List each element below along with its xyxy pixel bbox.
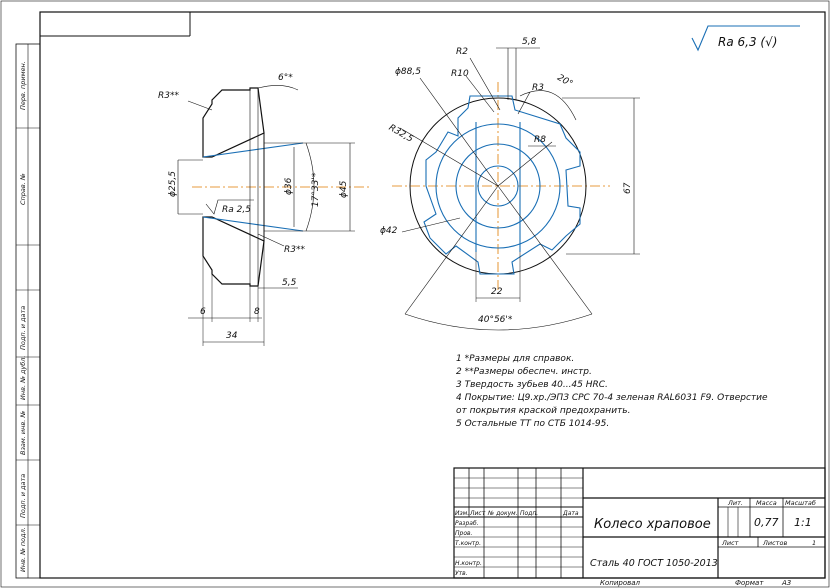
hdr-scale: Масштаб (785, 499, 816, 507)
strip-label-inv-podl: Инв. № подл. (19, 527, 27, 572)
dim-angle-40: 40°56'* (478, 315, 513, 325)
col-list: Лист (469, 510, 486, 517)
dim-r10: R10 (451, 69, 469, 79)
dim-r32-5: R32,5 (387, 123, 415, 145)
side-upper-section (202, 87, 265, 158)
dim-arc-taper (305, 142, 315, 232)
ratchet-teeth-profile (423, 95, 581, 275)
dim-5-5: 5,5 (282, 278, 297, 288)
hub-circle (455, 143, 541, 229)
col-date: Дата (562, 510, 579, 517)
dim-8: 8 (254, 307, 260, 317)
material: Сталь 40 ГОСТ 1050-2013 (590, 558, 718, 569)
strip-label-podp-1: Подп. и дата (19, 306, 27, 350)
role-tkontr: Т.контр. (455, 540, 481, 547)
part-name: Колесо храповое (594, 517, 711, 532)
strip-label-vzam: Взам. инв. № (19, 411, 27, 455)
strip-label-podp-2: Подп. и дата (19, 474, 27, 518)
dim-r3-bot: R3** (284, 245, 305, 255)
dim-r3: R3 (532, 83, 544, 93)
side-taper-top (202, 142, 304, 158)
note-line: 3 Твердость зубьев 40...45 HRC. (456, 380, 608, 390)
hdr-mass: Масса (756, 499, 777, 507)
hdr-lit: Лит. (727, 499, 743, 507)
note-line: 1 *Размеры для справок. (456, 354, 574, 364)
note-line: 2 **Размеры обеспеч. инстр. (456, 367, 592, 377)
strip-label-perv: Перв. примен. (19, 61, 27, 110)
bore-circle (477, 165, 519, 207)
role-razrab: Разраб. (455, 520, 479, 527)
caption-format-value: А3 (781, 579, 791, 587)
dim-taper: 17°33'* (311, 172, 321, 207)
note-line: 5 Остальные ТТ по СТБ 1014-95. (456, 419, 609, 429)
note-line: от покрытия краской предохранить. (456, 406, 630, 416)
side-view-section: ϕ25,5 ϕ36 17°33'* ϕ45 R3** 6°* Ra 2,5 R3… (158, 73, 370, 346)
dim-r2: R2 (456, 47, 468, 57)
dim-arc-40 (404, 313, 593, 331)
dim-34: 34 (226, 331, 238, 341)
dim-d88-5: ϕ88,5 (395, 67, 421, 77)
dim-d36: ϕ36 (284, 177, 294, 195)
dim-67: 67 (623, 182, 633, 194)
caption-format: Формат (735, 579, 764, 587)
col-sign: Подп. (520, 510, 538, 517)
dim-22: 22 (491, 287, 503, 297)
col-doc: № докум. (487, 510, 518, 517)
scale-value: 1:1 (794, 516, 812, 529)
pitch-circle (435, 123, 561, 249)
dim-6: 6 (200, 307, 206, 317)
role-utv: Утв. (455, 570, 468, 577)
dim-d25-5: ϕ25,5 (168, 171, 178, 197)
front-view: ϕ88,5 R2 R10 5,8 R3 20° R32,5 R8 67 ϕ42 … (380, 37, 640, 331)
dim-d42: ϕ42 (380, 226, 398, 236)
roughness-symbol: Ra 6,3 (√) (691, 25, 800, 52)
technical-notes: 1 *Размеры для справок. 2 **Размеры обес… (456, 354, 768, 429)
note-line: 4 Покрытие: Ц9.хр./ЭПЗ СРС 70-4 зеленая … (456, 393, 768, 403)
strip-label-inv-dubl: Инв. № дубл. (19, 356, 27, 400)
dim-r8: R8 (534, 135, 546, 145)
dim-angle-20: 20° (555, 73, 574, 90)
role-prov: Пров. (455, 530, 473, 537)
sheet-label: Лист (721, 539, 739, 547)
role-nkontr: Н.контр. (455, 560, 482, 567)
dim-5-8: 5,8 (522, 37, 537, 47)
mass-value: 0,77 (754, 516, 779, 529)
side-taper-bottom (202, 216, 304, 232)
roughness-text: Ra 6,3 (√) (718, 35, 777, 49)
sheets-label: Листов (762, 539, 787, 547)
caption-copied: Копировал (600, 579, 641, 587)
strip-label-sprav: Справ. № (19, 173, 27, 205)
dim-d45: ϕ45 (339, 180, 349, 198)
title-block: Изм. Лист № докум. Подп. Дата Разраб. Пр… (453, 467, 826, 579)
col-izm: Изм. (455, 510, 469, 517)
left-side-strip: Перв. примен. Справ. № Подп. и дата Инв.… (15, 43, 41, 579)
dim-ra-2-5: Ra 2,5 (222, 205, 251, 215)
dim-angle-6: 6°* (278, 73, 293, 83)
sheets-value: 1 (812, 539, 816, 547)
dim-r3-top: R3** (158, 91, 179, 101)
